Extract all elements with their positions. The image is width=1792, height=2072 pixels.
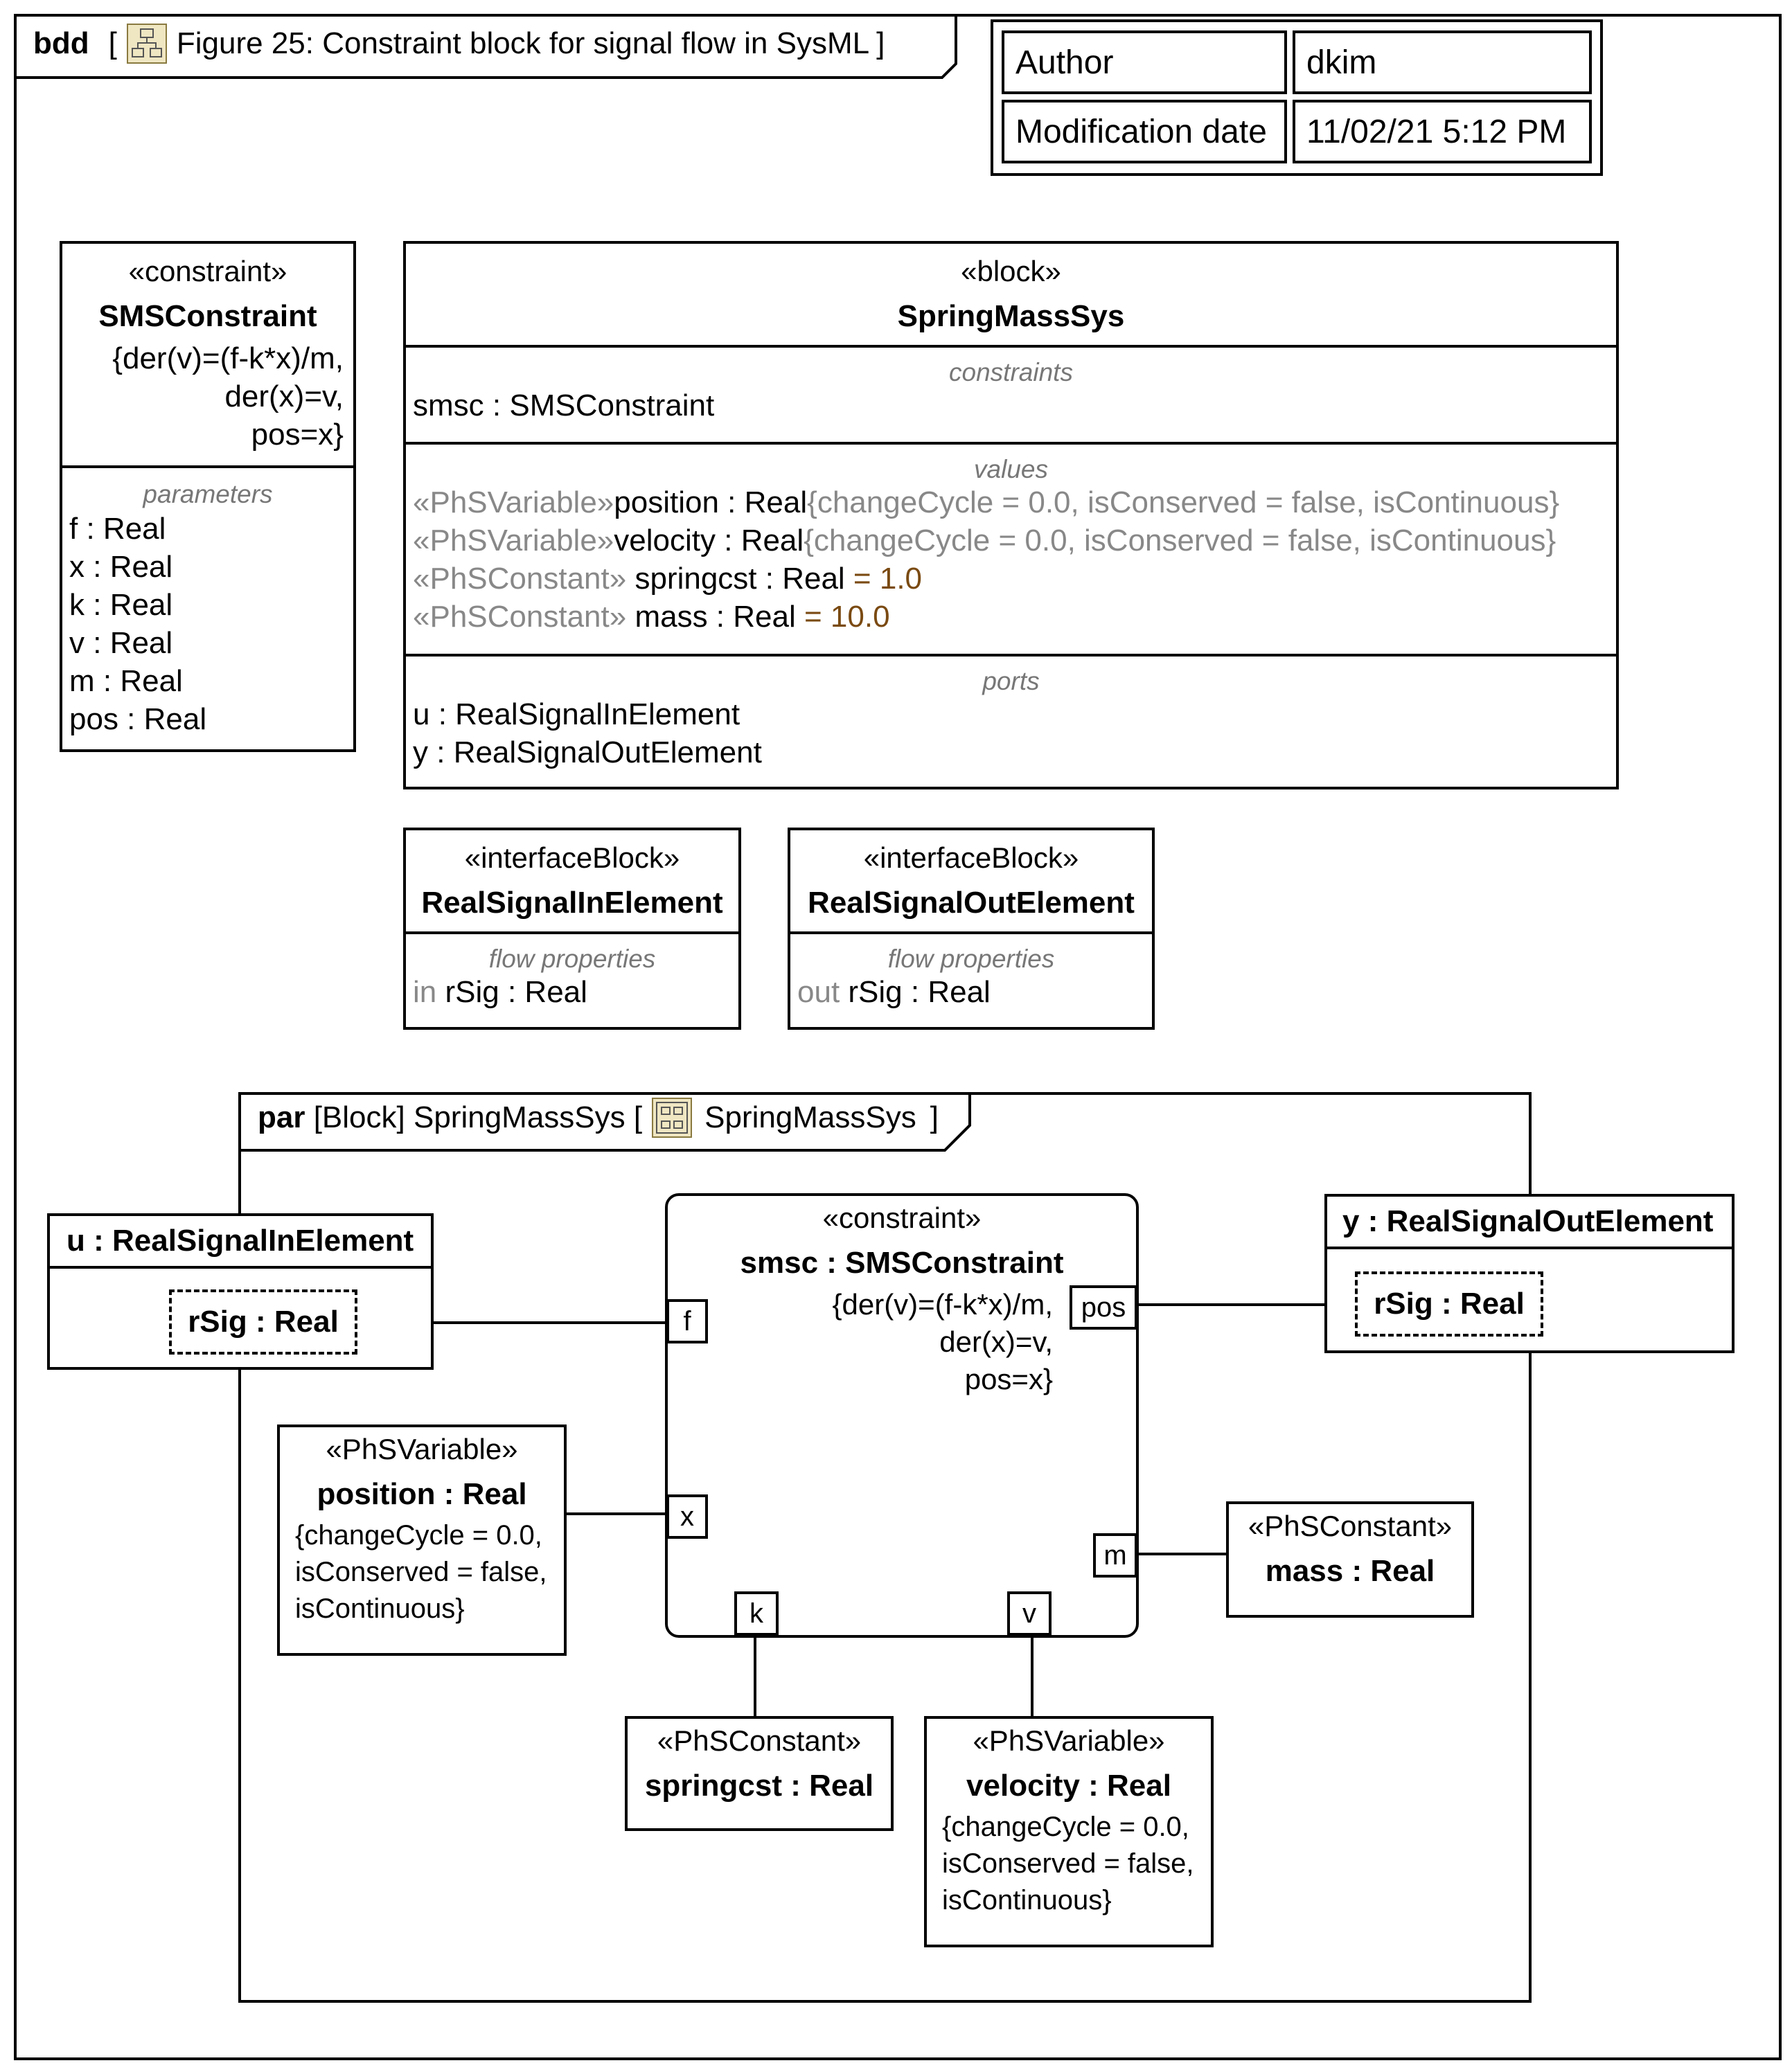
parameter-row: m : Real <box>69 664 183 698</box>
compartment-divider <box>1327 1247 1732 1249</box>
connector-m-mass <box>1136 1553 1227 1555</box>
block-name: SMSConstraint <box>98 299 317 333</box>
frame-kind: bdd <box>33 26 89 60</box>
block-name: RealSignalOutElement <box>808 886 1135 920</box>
pin-pos[interactable]: pos <box>1070 1285 1137 1330</box>
realsignaloutelement-block[interactable]: «interfaceBlock» RealSignalOutElement fl… <box>788 828 1155 1030</box>
compartment-divider <box>406 931 738 934</box>
parameter-row: k : Real <box>69 588 173 622</box>
par-kind: par <box>258 1100 305 1134</box>
parameter-row: f : Real <box>69 512 166 546</box>
port-property-u: u : RealSignalInElement <box>413 697 740 731</box>
compartment-divider <box>406 345 1616 348</box>
flow-property: in rSig : Real <box>413 975 587 1009</box>
value-property-mass: «PhSConstant» mass : Real = 10.0 <box>413 600 890 634</box>
y-port-title: y : RealSignalOutElement <box>1342 1204 1714 1238</box>
par-frame-header: par [Block] SpringMassSys [ SpringMassSy… <box>258 1096 939 1140</box>
property-name: velocity : Real <box>966 1769 1171 1803</box>
info-table <box>991 19 1603 176</box>
pin-x[interactable]: x <box>666 1494 708 1539</box>
connector-position-x <box>565 1512 666 1515</box>
block-diagram-icon <box>126 24 167 64</box>
par-frame-label-tab <box>238 1092 971 1152</box>
property-tags: {changeCycle = 0.0, isConserved = false,… <box>295 1520 547 1624</box>
stereotype-label: «block» <box>961 255 1061 287</box>
par-label: [Block] SpringMassSys [ <box>305 1100 643 1134</box>
ports-list: u : RealSignalInElement y : RealSignalOu… <box>413 695 762 771</box>
block-name: RealSignalInElement <box>421 886 723 920</box>
constraint-expression: {der(v)=(f-k*x)/m, der(x)=v, pos=x} <box>112 341 344 452</box>
property-name: position : Real <box>317 1477 527 1511</box>
compartment-divider <box>790 931 1152 934</box>
parameters-title: parameters <box>143 480 273 508</box>
frame-title: Figure 25: Constraint block for signal f… <box>176 26 870 60</box>
property-name: mass : Real <box>1265 1554 1435 1588</box>
u-rsig-flow-property[interactable]: rSig : Real <box>169 1289 357 1355</box>
connector-rsig-f <box>353 1321 666 1324</box>
property-name: springcst : Real <box>644 1769 874 1803</box>
value-property-velocity: «PhSVariable»velocity : Real{changeCycle… <box>413 524 1556 557</box>
info-value-modification-date: 11/02/21 5:12 PM <box>1293 100 1592 163</box>
parameter-row: v : Real <box>69 626 173 660</box>
compartment-divider <box>406 442 1616 445</box>
realsignalinelement-block[interactable]: «interfaceBlock» RealSignalInElement flo… <box>403 828 741 1030</box>
pin-m[interactable]: m <box>1093 1533 1137 1578</box>
velocity-value-property[interactable]: «PhSVariable» velocity : Real {changeCyc… <box>924 1716 1214 1947</box>
stereotype-label: «interfaceBlock» <box>464 841 680 874</box>
diagram-frame <box>14 14 1782 2060</box>
parameter-row: x : Real <box>69 550 173 584</box>
stereotype-label: «constraint» <box>128 255 287 287</box>
smsc-constraint-property[interactable]: «constraint» smsc : SMSConstraint {der(v… <box>665 1193 1139 1638</box>
port-property-y: y : RealSignalOutElement <box>413 735 762 769</box>
stereotype-label: «PhSConstant» <box>657 1724 862 1757</box>
value-property-springcst: «PhSConstant» springcst : Real = 1.0 <box>413 562 923 596</box>
stereotype-label: «constraint» <box>822 1202 982 1234</box>
flow-properties-title: flow properties <box>887 945 1055 973</box>
compartment-divider <box>406 654 1616 657</box>
par-diagram-frame <box>238 1092 1532 2003</box>
block-name: SpringMassSys <box>897 299 1125 333</box>
property-tags: {changeCycle = 0.0, isConserved = false,… <box>942 1812 1194 1915</box>
stereotype-label: «PhSConstant» <box>1248 1510 1453 1542</box>
stereotype-label: «PhSVariable» <box>326 1433 518 1465</box>
connector-v-velocity <box>1031 1634 1033 1719</box>
frame-label-tab <box>14 14 957 79</box>
y-rsig-flow-property[interactable]: rSig : Real <box>1355 1271 1543 1337</box>
internal-block-icon <box>652 1098 693 1138</box>
parameters-list: f : Real x : Real k : Real v : Real m : … <box>69 510 206 738</box>
ports-title: ports <box>982 667 1040 695</box>
frame-header: bdd [ Figure 25: Constraint block for si… <box>33 21 885 66</box>
flow-property: out rSig : Real <box>797 975 991 1009</box>
pin-f[interactable]: f <box>666 1299 708 1343</box>
springcst-value-property[interactable]: «PhSConstant» springcst : Real <box>625 1716 894 1831</box>
pin-k[interactable]: k <box>734 1591 779 1636</box>
info-key-author: Author <box>1002 30 1287 94</box>
constraints-title: constraints <box>949 358 1073 386</box>
position-value-property[interactable]: «PhSVariable» position : Real {changeCyc… <box>277 1424 567 1656</box>
compartment-divider <box>62 465 353 468</box>
stereotype-label: «PhSVariable» <box>973 1724 1165 1757</box>
smsconstraint-block[interactable]: «constraint» SMSConstraint {der(v)=(f-k*… <box>60 241 356 752</box>
value-property-position: «PhSVariable»position : Real{changeCycle… <box>413 485 1560 519</box>
stereotype-label: «interfaceBlock» <box>863 841 1079 874</box>
connector-k-springcst <box>754 1634 756 1719</box>
info-key-modification-date: Modification date <box>1002 100 1287 163</box>
info-value-author: dkim <box>1293 30 1592 94</box>
par-icon-label: SpringMassSys <box>704 1100 916 1134</box>
flow-properties-title: flow properties <box>488 945 656 973</box>
pin-v[interactable]: v <box>1007 1591 1052 1636</box>
constraint-property: smsc : SMSConstraint <box>413 388 715 422</box>
constraint-name: smsc : SMSConstraint <box>740 1246 1064 1280</box>
springmasssys-block[interactable]: «block» SpringMassSys constraints smsc :… <box>403 241 1619 789</box>
values-title: values <box>974 455 1048 483</box>
compartment-divider <box>50 1266 431 1269</box>
mass-value-property[interactable]: «PhSConstant» mass : Real <box>1226 1501 1474 1618</box>
values-list: «PhSVariable»position : Real{changeCycle… <box>413 483 1612 636</box>
u-port-title: u : RealSignalInElement <box>66 1224 414 1258</box>
connector-pos-rsig <box>1136 1303 1358 1306</box>
constraint-expression: {der(v)=(f-k*x)/m, der(x)=v, pos=x} <box>832 1288 1053 1395</box>
parameter-row: pos : Real <box>69 702 207 736</box>
